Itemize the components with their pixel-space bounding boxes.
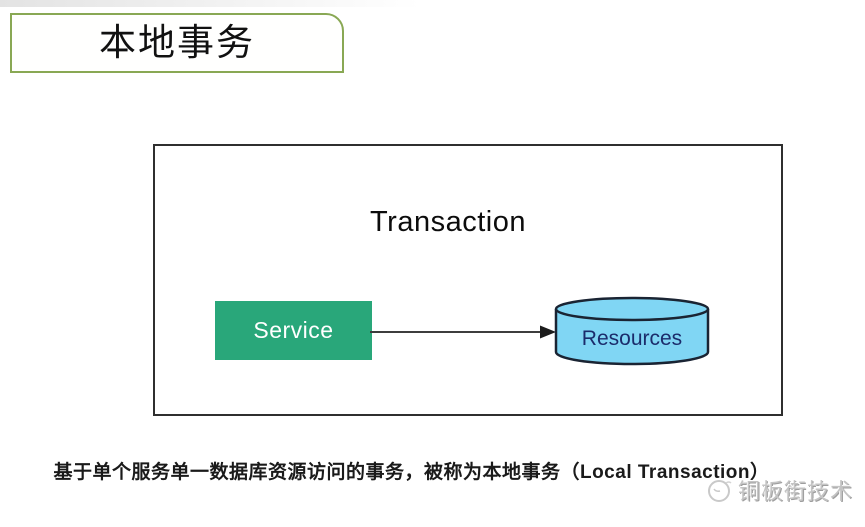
watermark: 铜板街技术 [706,474,853,506]
top-edge-artifact [0,0,420,7]
slide-caption: 基于单个服务单一数据库资源访问的事务，被称为本地事务（Local Transac… [53,462,770,483]
resources-node-label: Resources [582,327,682,350]
arrow-service-to-resources-icon [370,325,556,339]
tongbanjie-coin-icon [707,480,732,502]
page-title: 本地事务 [99,20,255,64]
service-node-label: Service [253,317,334,343]
transaction-label: Transaction [370,206,526,238]
transaction-boundary-box: Transaction Service Resources [153,144,783,416]
service-node: Service [215,301,372,360]
resources-cylinder: Resources [554,296,710,366]
cylinder-top [554,296,710,322]
cylinder-body [554,309,710,366]
watermark-label: 铜板街技术 [737,479,853,504]
slide-title-box: 本地事务 [10,13,344,73]
